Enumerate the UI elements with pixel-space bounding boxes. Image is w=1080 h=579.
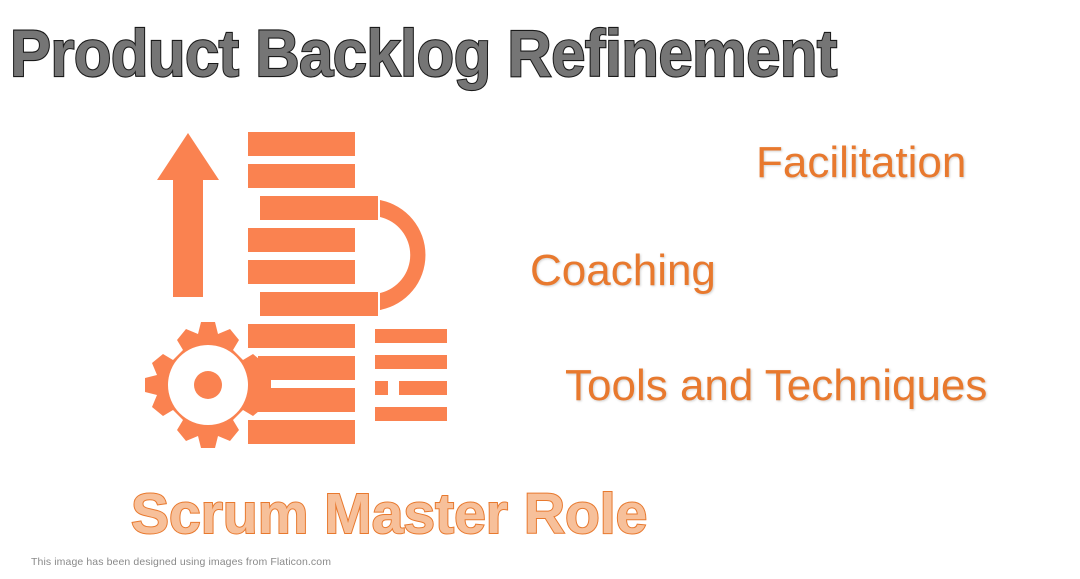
- keyword-coaching: Coaching: [530, 246, 716, 295]
- up-arrow-icon: [157, 133, 219, 297]
- half-circle-arc-icon: [380, 200, 426, 310]
- attribution-credit: This image has been designed using image…: [31, 556, 332, 568]
- backlog-refinement-icon: [125, 122, 470, 452]
- page-title: Product Backlog Refinement: [9, 16, 838, 90]
- keyword-tools-and-techniques: Tools and Techniques: [565, 361, 988, 410]
- list-lines-icon: [375, 329, 447, 421]
- backlog-bar-stack-icon: [248, 132, 378, 444]
- subtitle-scrum-master-role: Scrum Master Role: [130, 482, 648, 546]
- keyword-facilitation: Facilitation: [756, 138, 967, 187]
- gear-icon: [145, 322, 271, 448]
